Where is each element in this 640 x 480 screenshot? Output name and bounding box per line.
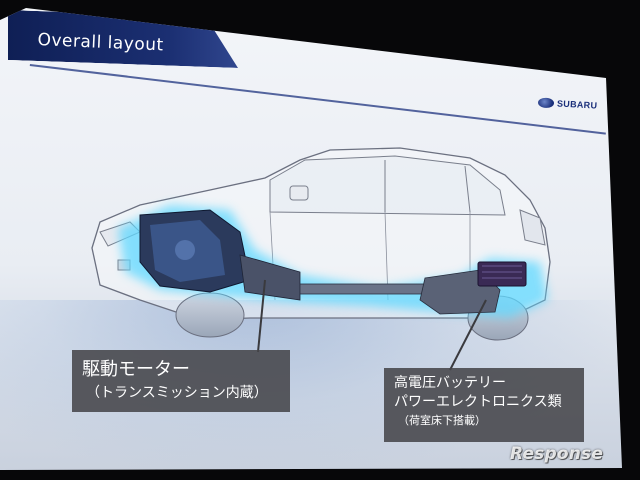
battery-callout-note: （荷室床下搭載） xyxy=(398,414,486,427)
transmission xyxy=(239,254,301,301)
motor-leader-line xyxy=(257,279,266,353)
battery-callout-title: 高電圧バッテリー xyxy=(394,375,506,391)
motor-callout-title: 駆動モーター xyxy=(82,359,190,380)
battery-cells xyxy=(482,265,522,279)
car-window-line xyxy=(269,155,506,216)
response-watermark: Response xyxy=(510,444,604,464)
battery-pack xyxy=(477,261,527,287)
car-mirror xyxy=(289,185,309,201)
battery-callout: 高電圧バッテリー パワーエレクトロニクス類 （荷室床下搭載） xyxy=(384,368,584,442)
car-pillar-c xyxy=(464,165,471,213)
front-wheel xyxy=(175,292,245,338)
motor-callout-subtitle: （トランスミッション内蔵） xyxy=(86,385,268,401)
motor-detail-circle xyxy=(175,240,195,260)
battery-leader-line xyxy=(449,299,487,371)
car-tail-light xyxy=(519,209,546,246)
motor-callout: 駆動モーター （トランスミッション内蔵） xyxy=(72,350,290,412)
battery-callout-line2: パワーエレクトロニクス類 xyxy=(394,394,562,410)
